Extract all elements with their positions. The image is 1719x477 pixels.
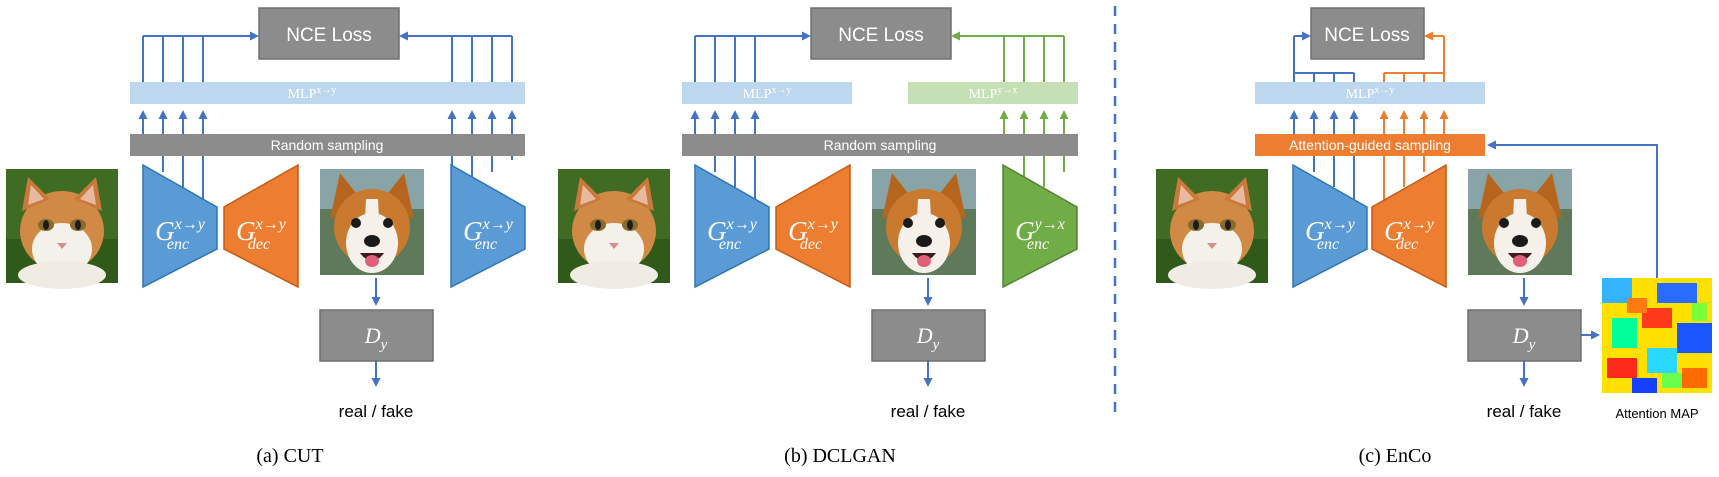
dog-image — [1468, 169, 1572, 275]
nce-loss-box — [810, 7, 952, 60]
mlp-bar-yx — [908, 82, 1078, 104]
panel-caption: (a) CUT — [256, 445, 323, 467]
panel-dclgan: NCE Loss MLPx→y MLPy→x — [558, 7, 1078, 467]
discriminator-box — [871, 309, 986, 362]
attention-map-label: Attention MAP — [1615, 406, 1698, 421]
feedback-arrows-blue — [1293, 31, 1355, 82]
mlp-arrows — [1289, 110, 1449, 134]
panel-caption: (b) DCLGAN — [784, 445, 896, 467]
feedback-arrows-left — [142, 31, 259, 82]
feedback-arrows-right — [951, 31, 1065, 82]
real-fake-label: real / fake — [1487, 402, 1562, 421]
panel-caption: (c) EnCo — [1359, 445, 1432, 467]
mlp-bar — [130, 82, 525, 104]
random-sampling-bar — [130, 134, 525, 156]
mlp-arrows — [138, 110, 517, 134]
real-fake-label: real / fake — [339, 402, 414, 421]
mlp-label: MLPx→y — [288, 85, 337, 102]
discriminator-label: Dy — [1512, 323, 1536, 353]
decoder-shape — [223, 163, 299, 289]
random-sampling-bar — [682, 134, 1078, 156]
discriminator-label: Dy — [364, 323, 388, 353]
decoder-shape — [1371, 163, 1447, 289]
real-fake-label: real / fake — [891, 402, 966, 421]
mlp-label-xy: MLPx→y — [743, 85, 792, 102]
nce-loss-label: NCE Loss — [286, 25, 372, 46]
dog-image — [872, 169, 976, 275]
sampling-lines — [1313, 156, 1425, 200]
feedback-arrows-right — [399, 31, 513, 82]
dog-image — [320, 169, 424, 275]
panel-enco: NCE Loss MLPx→y — [1156, 7, 1712, 467]
cat-image — [6, 169, 118, 289]
panel-cut: NCE Loss MLPx→y Random — [6, 7, 526, 467]
feedback-arrows-orange — [1383, 31, 1445, 82]
encoder-shape-right — [450, 163, 526, 289]
nce-loss-label: NCE Loss — [838, 25, 924, 46]
mlp-bar-xy — [682, 82, 852, 104]
random-sampling-label: Random sampling — [271, 137, 384, 153]
nce-loss-box — [258, 7, 400, 60]
encoder-shape — [694, 163, 770, 289]
encoder-shape-yx — [1002, 163, 1078, 289]
mlp-bar — [1255, 82, 1485, 104]
encoder-shape — [142, 163, 218, 289]
nce-loss-label: NCE Loss — [1324, 25, 1410, 46]
discriminator-label: Dy — [916, 323, 940, 353]
mlp-label-yx: MLPy→x — [969, 85, 1018, 102]
encoder-shape — [1292, 163, 1368, 289]
cat-image — [1156, 169, 1268, 289]
attention-map-image — [1602, 278, 1712, 393]
discriminator-box — [319, 309, 434, 362]
attention-sampling-label: Attention-guided sampling — [1289, 137, 1451, 153]
decoder-shape — [775, 163, 851, 289]
cat-image — [558, 169, 670, 289]
mlp-label: MLPx→y — [1346, 85, 1395, 102]
attention-sampling-bar — [1255, 134, 1485, 156]
feedback-arrows-left — [694, 31, 811, 82]
attention-feedback-arrow — [1487, 140, 1658, 278]
mlp-arrows — [690, 110, 1069, 134]
nce-loss-box — [1310, 7, 1425, 60]
random-sampling-label: Random sampling — [824, 137, 937, 153]
